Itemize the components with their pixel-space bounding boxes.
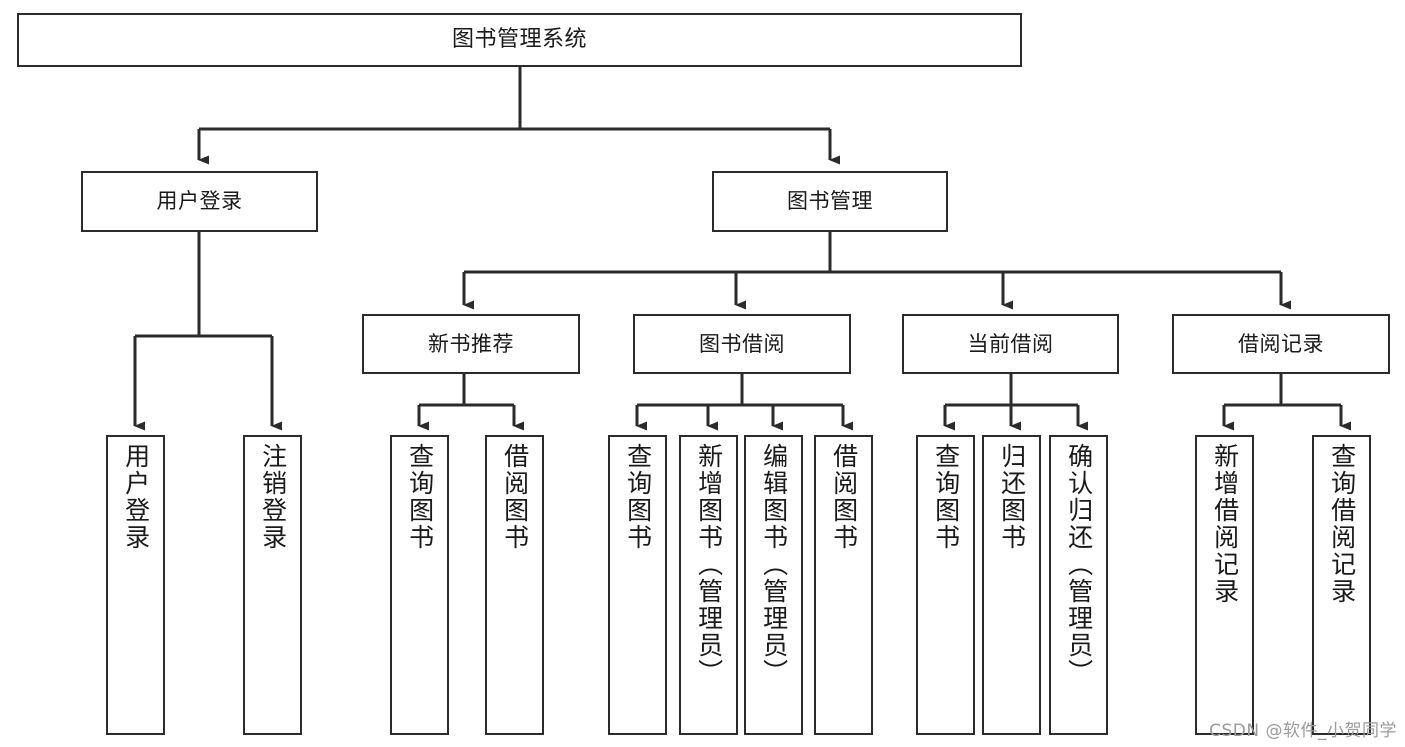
node-leaf-bookborrow-edit[interactable]: 编辑图书（管理员） — [744, 435, 803, 735]
node-label: 查询借阅记录 — [1327, 443, 1357, 605]
node-label: 归还图书 — [997, 443, 1027, 551]
node-leaf-bookborrow-add[interactable]: 新增图书（管理员） — [679, 435, 738, 735]
node-leaf-user-login-signin[interactable]: 用户登录 — [106, 435, 165, 735]
node-leaf-currentborrow-return[interactable]: 归还图书 — [982, 435, 1041, 735]
node-label: 图书借阅 — [699, 331, 785, 356]
node-label: 借阅记录 — [1238, 331, 1324, 356]
node-book-borrow[interactable]: 图书借阅 — [633, 314, 851, 374]
node-leaf-bookborrow-query[interactable]: 查询图书 — [608, 435, 667, 735]
node-label: 新书推荐 — [428, 331, 514, 356]
node-label: 新增借阅记录 — [1210, 443, 1240, 605]
node-leaf-currentborrow-query[interactable]: 查询图书 — [916, 435, 975, 735]
node-leaf-borrowrecord-add[interactable]: 新增借阅记录 — [1195, 435, 1254, 735]
node-label: 编辑图书（管理员） — [759, 443, 789, 686]
node-label: 图书管理系统 — [451, 27, 587, 53]
node-label: 用户登录 — [121, 443, 151, 551]
node-label: 查询图书 — [623, 443, 653, 551]
node-label: 当前借阅 — [967, 331, 1054, 356]
node-leaf-currentborrow-confirm-return[interactable]: 确认归还（管理员） — [1049, 435, 1108, 735]
node-leaf-user-login-signout[interactable]: 注销登录 — [243, 435, 302, 735]
node-label: 查询图书 — [931, 443, 961, 551]
node-label: 确认归还（管理员） — [1064, 443, 1094, 686]
node-book-management[interactable]: 图书管理 — [712, 171, 948, 232]
node-label: 注销登录 — [258, 443, 288, 551]
node-leaf-newbook-borrow[interactable]: 借阅图书 — [485, 435, 544, 735]
node-leaf-newbook-query[interactable]: 查询图书 — [390, 435, 449, 735]
node-root-system[interactable]: 图书管理系统 — [17, 13, 1022, 67]
node-new-book-recommend[interactable]: 新书推荐 — [362, 314, 580, 374]
node-current-borrow[interactable]: 当前借阅 — [902, 314, 1119, 374]
watermark-text: CSDN @软件_小贺同学 — [1209, 721, 1397, 741]
node-label: 图书管理 — [787, 189, 873, 214]
node-leaf-borrowrecord-query[interactable]: 查询借阅记录 — [1312, 435, 1371, 735]
node-borrow-record[interactable]: 借阅记录 — [1172, 314, 1390, 374]
node-label: 用户登录 — [156, 189, 243, 214]
node-label: 借阅图书 — [829, 443, 859, 551]
node-label: 借阅图书 — [500, 443, 530, 551]
node-leaf-bookborrow-borrow[interactable]: 借阅图书 — [814, 435, 873, 735]
node-user-login[interactable]: 用户登录 — [81, 171, 318, 232]
node-label: 查询图书 — [405, 443, 435, 551]
node-label: 新增图书（管理员） — [694, 443, 724, 686]
